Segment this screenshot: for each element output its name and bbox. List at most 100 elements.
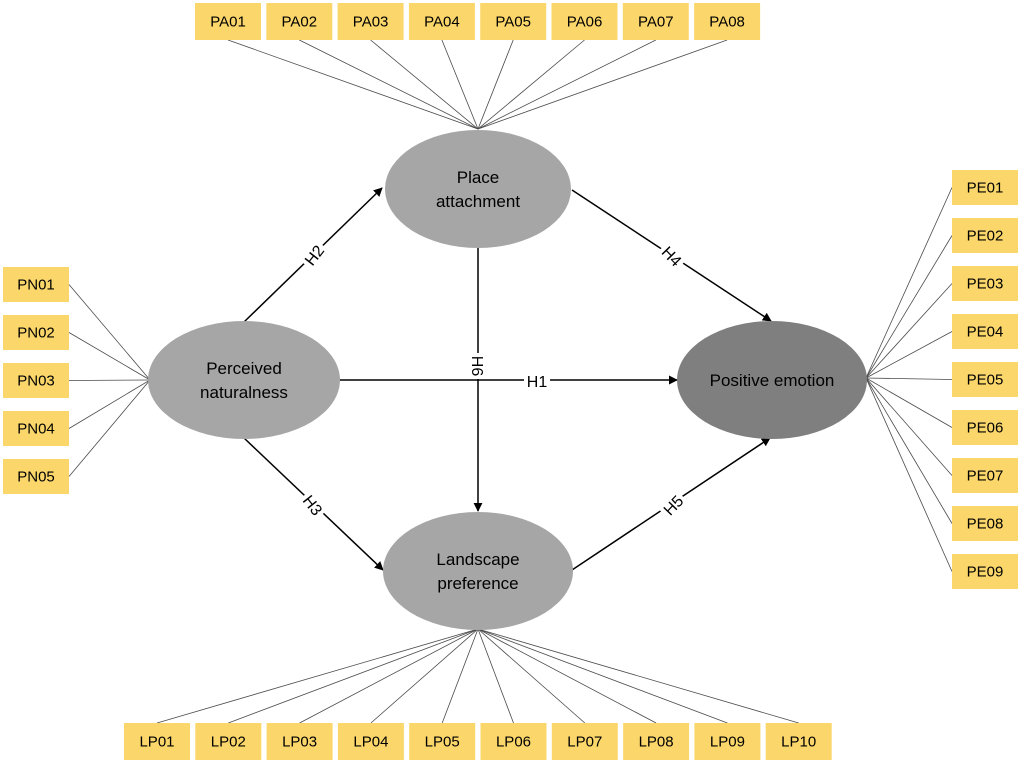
indicator-box-pn04 [3,411,69,446]
indicator-link-pa04 [441,39,479,130]
indicator-box-lp02 [195,723,262,760]
indicator-label-pe04: PE04 [967,324,1004,341]
indicator-link-pe04 [865,331,953,379]
indicator-box-pn05 [3,459,69,494]
hypothesis-label-h4: H4 [658,244,685,271]
indicator-connector-lines [68,39,953,724]
indicator-box-pe06 [952,410,1018,445]
indicator-label-pe07: PE07 [967,468,1004,485]
indicator-link-lp03 [299,628,479,724]
indicator-link-pa01 [227,39,479,130]
indicator-link-pn04 [68,379,151,429]
indicator-box-lp08 [623,723,690,760]
latent-pa [385,130,571,248]
indicator-label-pe02: PE02 [967,228,1004,245]
indicator-label-pn02: PN02 [17,325,55,342]
indicator-label-lp09: LP09 [710,734,745,751]
indicator-link-pe07 [865,377,953,476]
indicator-label-pa04: PA04 [424,14,460,31]
latent-label-pe: Positive emotion [710,371,835,390]
indicator-box-pe05 [952,362,1018,397]
indicator-link-pa06 [477,39,585,130]
indicator-box-lp09 [694,723,761,760]
indicator-link-lp06 [477,628,514,724]
hypothesis-label-group-h1: H1 [524,371,550,391]
indicator-link-lp07 [477,628,586,724]
indicator-label-lp03: LP03 [282,734,317,751]
indicator-box-pe04 [952,314,1018,349]
indicator-box-lp06 [480,723,547,760]
indicator-label-pn05: PN05 [17,469,55,486]
indicator-box-lp01 [124,723,190,760]
indicator-link-pa08 [477,39,728,130]
indicator-label-lp10: LP10 [781,734,816,751]
indicator-link-pa02 [299,39,479,130]
indicator-box-pa03 [337,3,404,40]
latent-label-pn: naturalness [200,383,288,402]
hypothesis-label-h6: H6 [468,356,485,377]
latent-lp [383,512,573,630]
indicator-link-pe08 [865,377,953,524]
indicator-box-lp07 [551,723,618,760]
indicator-label-pa06: PA06 [567,14,603,31]
indicator-box-pa06 [551,3,618,40]
latent-label-pn: Perceived [206,359,282,378]
latent-label-lp: Landscape [436,550,519,569]
indicator-link-lp09 [477,628,728,724]
indicator-box-pa01 [195,3,261,40]
indicator-label-pe05: PE05 [967,372,1004,389]
indicator-label-pa08: PA08 [709,14,745,31]
indicator-link-pa07 [477,39,656,130]
indicator-label-pe06: PE06 [967,420,1004,437]
indicator-box-pn01 [3,267,69,302]
indicator-label-pa01: PA01 [210,14,246,31]
indicator-link-pe09 [865,377,953,572]
latent-pe [677,321,867,439]
latent-label-lp: preference [437,574,518,593]
indicator-label-pe08: PE08 [967,516,1004,533]
indicator-link-pn03 [68,379,151,381]
indicator-link-pa03 [370,39,479,130]
hypothesis-label-h5: H5 [661,493,688,520]
indicator-box-pe01 [952,170,1018,205]
indicator-label-pa07: PA07 [638,14,674,31]
indicator-link-lp10 [477,628,799,724]
indicator-link-pe06 [865,377,953,428]
indicator-box-lp10 [765,723,832,760]
indicator-label-pe09: PE09 [967,564,1004,581]
indicator-label-lp06: LP06 [496,734,531,751]
indicator-box-pa02 [266,3,333,40]
indicator-label-pe01: PE01 [967,180,1004,197]
indicator-label-pe03: PE03 [967,276,1004,293]
indicator-label-lp08: LP08 [639,734,674,751]
indicator-box-pa04 [408,3,475,40]
hypothesis-label-group-h4: H4 [655,239,689,273]
indicator-link-pn05 [68,379,151,477]
indicator-box-pn03 [3,363,69,398]
latent-label-pa: Place [457,168,500,187]
indicator-box-pa07 [622,3,689,40]
indicator-link-pn02 [68,332,151,381]
latent-pn [148,321,340,439]
indicator-box-pe09 [952,554,1018,589]
indicator-box-pa08 [694,3,761,40]
hypothesis-label-group-h6: H6 [468,353,488,379]
indicator-label-lp05: LP05 [425,734,460,751]
indicator-link-pe05 [865,377,953,380]
indicator-link-pn01 [68,284,151,381]
indicator-box-pe08 [952,506,1018,541]
indicator-link-pa05 [477,39,514,130]
indicator-box-lp05 [409,723,476,760]
indicator-link-pe03 [865,283,953,379]
latent-label-pa: attachment [436,192,520,211]
indicator-label-lp01: LP01 [139,734,174,751]
indicator-box-pa05 [480,3,547,40]
indicator-box-lp03 [266,723,333,760]
indicator-label-pa02: PA02 [282,14,318,31]
hypothesis-label-h1: H1 [527,374,548,391]
indicator-label-pn01: PN01 [17,277,55,294]
indicator-label-pn04: PN04 [17,421,55,438]
indicator-link-lp04 [370,628,479,724]
